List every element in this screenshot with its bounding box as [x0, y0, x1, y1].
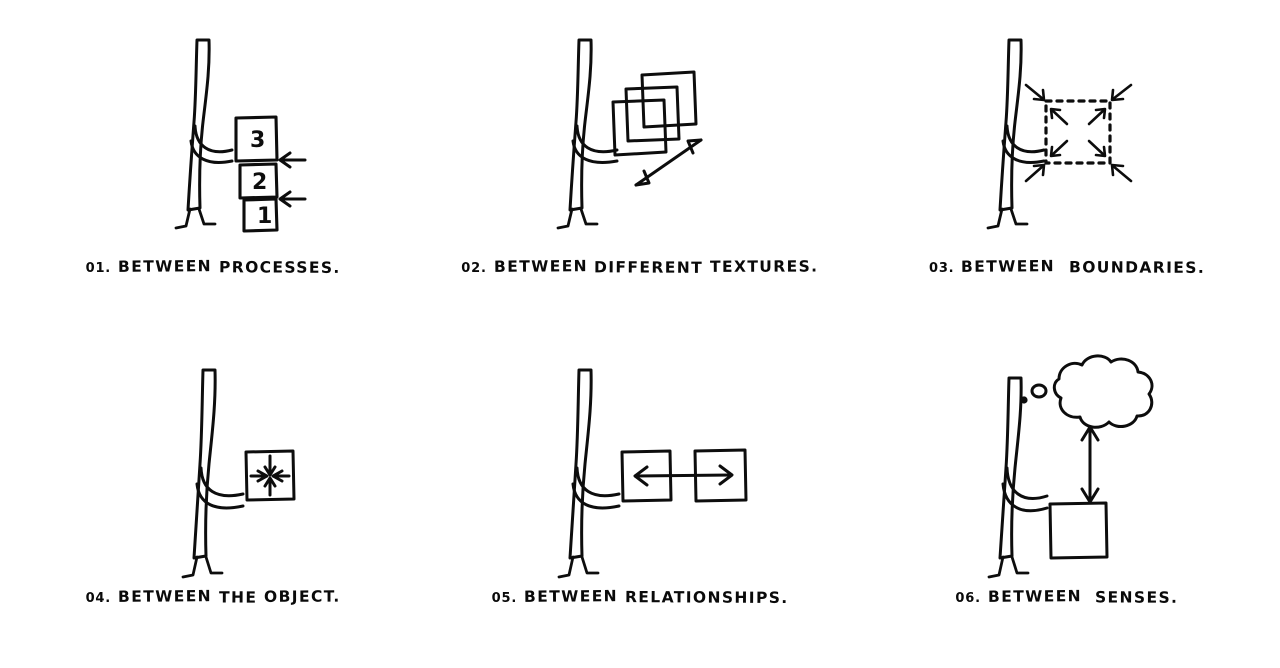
standing-figure-06 — [987, 376, 1030, 579]
converge-arrow-down — [263, 454, 277, 477]
converge-arrow-left — [271, 469, 291, 483]
panel-04-between-the-object: 04. BETWEEN THE OBJECT. — [0, 334, 426, 668]
standing-figure-01 — [174, 38, 217, 230]
inward-arrow-bottom-right — [1110, 163, 1133, 183]
figure-arm-02 — [571, 124, 619, 164]
panel-04-number: 04. — [85, 591, 112, 606]
panel-05-caption: 05. BETWEEN RELATIONSHIPS. — [427, 587, 853, 608]
corner-arrow-inner-bottom-right — [1087, 139, 1107, 158]
converge-arrow-up — [263, 476, 277, 497]
panel-06-between-senses: 06. BETWEEN SENSES. — [854, 334, 1280, 668]
converge-arrow-right — [249, 469, 269, 483]
panel-02-between-different-textures: 02. BETWEEN DIFFERENT TEXTURES. — [427, 0, 853, 334]
inward-arrow-top-right — [1110, 83, 1133, 102]
box-label-2: 2 — [252, 170, 267, 195]
panel-01-illustration: 3 2 1 — [0, 0, 426, 270]
thought-bubble-small — [1020, 396, 1028, 404]
panel-02-caption-word-2: DIFFERENT — [594, 258, 704, 277]
standing-figure-03 — [986, 38, 1029, 230]
left-arrow-lower — [278, 190, 307, 208]
panel-02-caption: 02. BETWEEN DIFFERENT TEXTURES. — [427, 257, 853, 277]
inward-arrow-bottom-left — [1024, 163, 1046, 183]
box-label-1: 1 — [257, 204, 272, 229]
panel-05-between-relationships: 05. BETWEEN RELATIONSHIPS. — [427, 334, 853, 668]
figure-arm-04 — [195, 466, 245, 510]
panel-01-caption-word-1: BETWEEN — [117, 257, 212, 276]
relationship-square-right — [693, 448, 748, 503]
vertical-double-arrow — [1080, 425, 1100, 504]
figure-arm-03 — [1001, 124, 1046, 164]
panel-03-number: 03. — [928, 261, 955, 276]
panel-06-number: 06. — [955, 591, 981, 606]
panel-02-illustration — [427, 0, 853, 270]
panel-05-caption-word-2: RELATIONSHIPS. — [624, 588, 789, 608]
numbered-box-1: 1 — [242, 197, 279, 233]
panel-06-caption-word-1: BETWEEN — [987, 587, 1082, 606]
panel-04-caption-word-2: THE — [218, 588, 258, 607]
corner-arrow-inner-bottom-left — [1049, 139, 1069, 158]
panel-06-caption: 06. BETWEEN SENSES. — [854, 587, 1280, 607]
panel-06-caption-word-2: SENSES. — [1095, 588, 1179, 607]
figure-arm-05 — [571, 466, 621, 510]
panel-05-illustration — [427, 334, 853, 604]
dashed-boundary-square — [1044, 99, 1112, 165]
panel-05-caption-word-1: BETWEEN — [523, 587, 618, 606]
panel-05-number: 05. — [491, 591, 518, 606]
left-arrow-upper — [278, 151, 307, 169]
panel-03-caption: 03. BETWEEN BOUNDARIES. — [854, 257, 1280, 277]
panel-01-caption-word-2: PROCESSES. — [218, 258, 341, 277]
panel-01-caption: 01. BETWEEN PROCESSES. — [0, 257, 426, 277]
panel-01-number: 01. — [85, 261, 112, 276]
standing-figure-05 — [557, 368, 600, 579]
horizontal-double-arrow — [633, 464, 734, 487]
corner-arrow-inner-top-left — [1049, 107, 1069, 126]
texture-square-middle — [624, 85, 681, 143]
corner-arrow-inner-top-right — [1087, 107, 1107, 126]
panel-06-illustration — [854, 334, 1280, 604]
panel-03-caption-word-2: BOUNDARIES. — [1068, 258, 1206, 277]
panel-02-caption-word-1: BETWEEN — [493, 257, 588, 276]
panel-04-caption-word-1: BETWEEN — [117, 587, 212, 606]
panel-04-caption-word-3: OBJECT. — [263, 587, 341, 606]
standing-figure-02 — [556, 38, 599, 230]
relationship-square-left — [620, 449, 673, 503]
panel-02-caption-word-3: TEXTURES. — [710, 257, 819, 276]
thought-cloud — [1052, 354, 1154, 429]
numbered-box-2: 2 — [238, 162, 279, 200]
figure-arm-06 — [1001, 466, 1049, 513]
standing-figure-04 — [181, 368, 224, 579]
numbered-box-3: 3 — [234, 115, 279, 163]
sense-square — [1048, 501, 1109, 560]
panel-02-number: 02. — [461, 261, 487, 276]
object-square — [244, 449, 296, 502]
figure-arm-01 — [189, 124, 234, 164]
panel-03-between-boundaries: 03. BETWEEN BOUNDARIES. — [854, 0, 1280, 334]
panel-04-caption: 04. BETWEEN THE OBJECT. — [0, 587, 426, 607]
panel-03-caption-word-1: BETWEEN — [961, 257, 1056, 276]
panel-03-illustration — [854, 0, 1280, 270]
box-label-3: 3 — [250, 128, 265, 153]
diagonal-double-arrow — [634, 138, 703, 187]
texture-square-back — [640, 70, 698, 129]
thought-bubble-large — [1030, 383, 1048, 399]
panel-04-illustration — [0, 334, 426, 604]
panel-01-between-processes: 3 2 1 — [0, 0, 426, 334]
texture-square-front — [611, 98, 668, 157]
inward-arrow-top-left — [1024, 83, 1046, 102]
